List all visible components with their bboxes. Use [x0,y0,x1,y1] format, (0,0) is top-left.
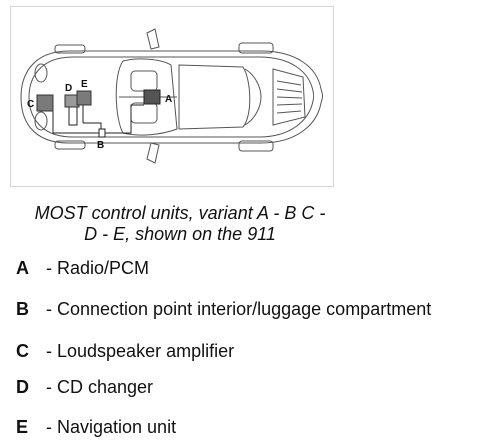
legend-text: - CD changer [46,377,154,397]
legend-key: D [16,377,29,397]
windshield [115,58,178,136]
seat-right [130,102,158,124]
wire-d [68,107,78,126]
legend-key: C [16,341,29,361]
legend-text: - Connection point interior/luggage comp… [46,299,432,319]
legend-item-b: B - Connection point interior/luggage com… [16,297,431,321]
legend-text: - Loudspeaker amplifier [46,341,235,361]
louver [276,88,303,93]
label-a: A [165,94,172,105]
wire-e-to-b [83,122,102,133]
louver [276,110,302,114]
legend-text: - Radio/PCM [46,258,150,278]
headlight-left [34,63,48,83]
label-d: D [65,83,72,94]
roof [178,64,251,130]
louver [276,96,303,99]
legend-text: - Navigation unit [46,417,177,437]
label-e: E [81,79,88,90]
wheel-rear-left [238,42,274,54]
legend-item-a: A - Radio/PCM [16,256,149,280]
figure-caption: MOST control units, variant A - B C - D … [10,203,350,245]
legend-item-c: C - Loudspeaker amplifier [16,339,234,363]
rear-window [244,68,262,126]
diagram-frame: A B C D E [10,6,334,187]
headlight-right [34,111,48,131]
label-b: B [97,140,104,151]
legend-item-d: D - CD changer [16,375,153,399]
engine-lid [272,68,306,126]
legend-key: A [16,258,29,278]
seat-left [130,70,158,92]
wire-b-to-a [105,104,144,134]
wire-c-to-b [52,111,99,134]
wheel-front-right [54,140,86,150]
mirror-left [146,28,160,50]
car-outline [20,28,323,164]
connection-point-b [98,128,106,138]
wheel-rear-right [238,140,274,152]
car-diagram: A B C D E [20,28,323,164]
legend-key: E [16,417,29,437]
legend-item-e: E - Navigation unit [16,415,176,439]
unit-a-radio-pcm [143,89,161,105]
wheel-front-left [54,44,86,54]
legend-key: B [16,299,29,319]
car-body [20,50,323,144]
caption-line-1: MOST control units, variant A - B C - [34,203,326,223]
unit-e-navigation [76,90,92,106]
caption-line-2: D - E, shown on the 911 [84,224,276,244]
mirror-right [146,142,160,164]
louver [276,80,302,86]
unit-c-loudspeaker-amplifier [36,94,54,112]
car-body-inner [28,56,315,138]
louver [276,103,303,106]
label-c: C [27,99,34,110]
